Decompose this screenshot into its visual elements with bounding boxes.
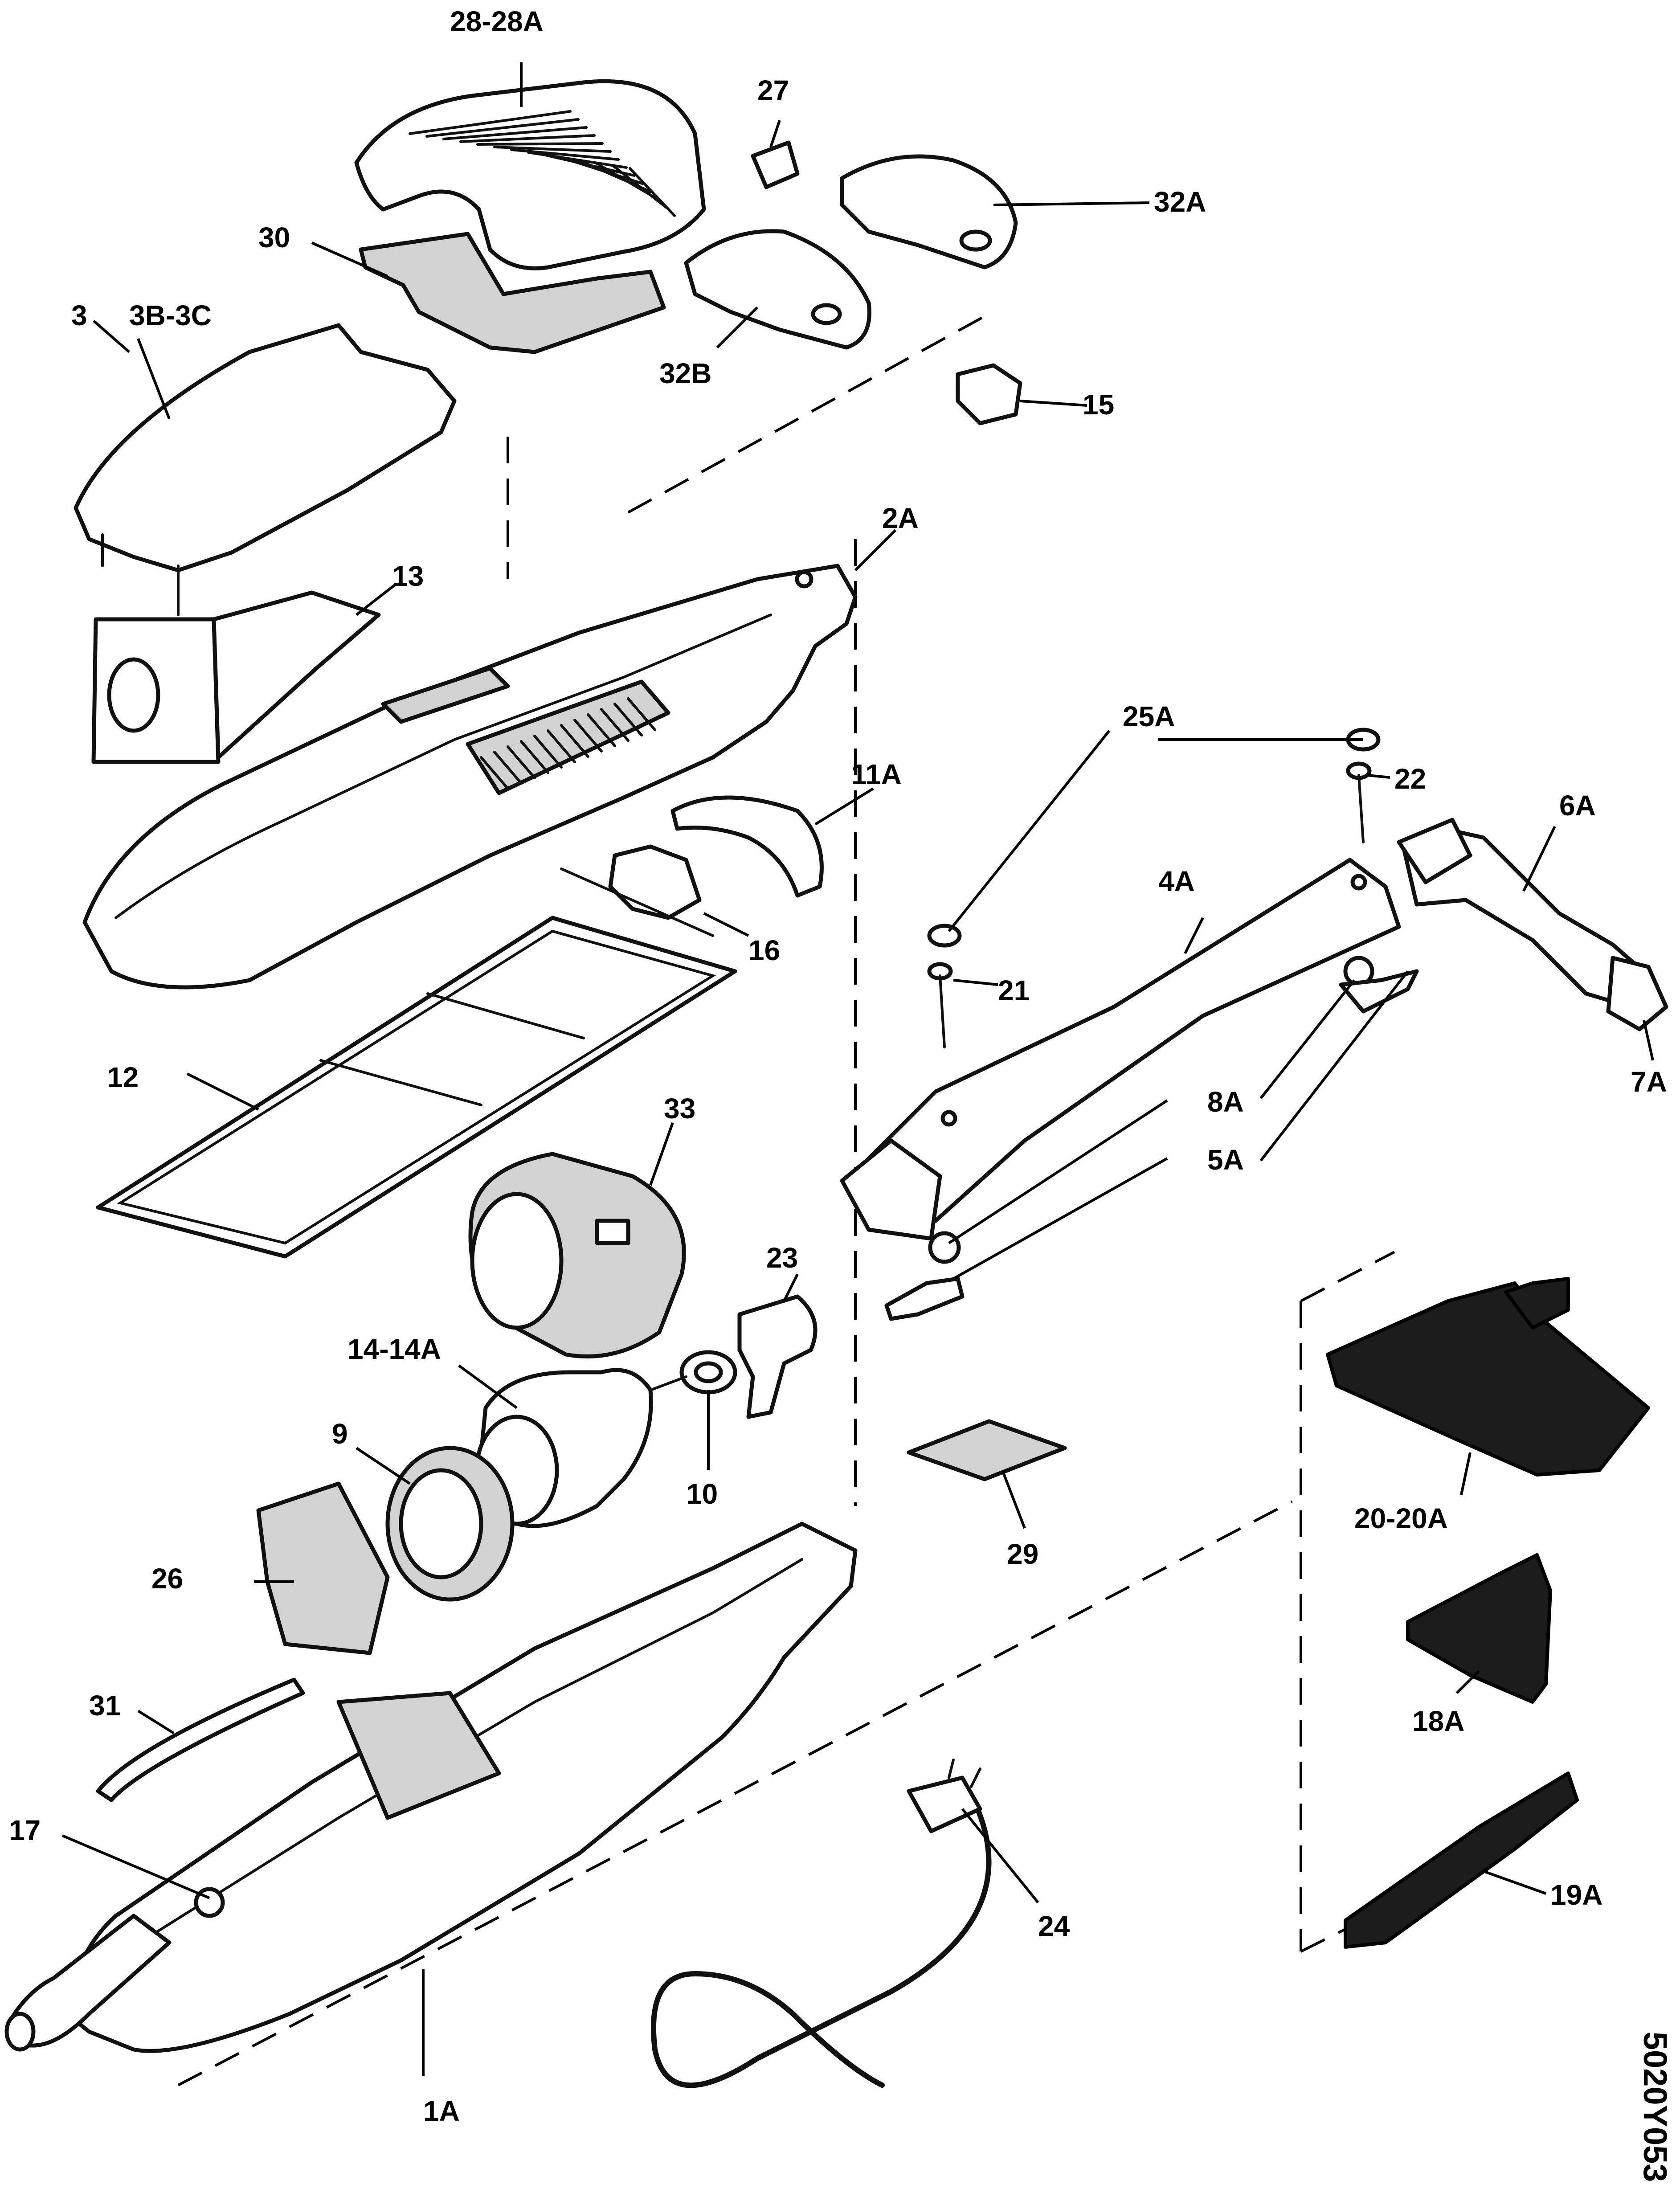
grille-slot <box>493 146 612 153</box>
part-15-switch <box>956 363 1022 425</box>
grille-slot <box>476 142 604 146</box>
part-31-gasket <box>96 1677 305 1802</box>
grille-slot <box>629 167 676 217</box>
callout-12: 12 <box>107 1061 139 1093</box>
callout-31: 31 <box>89 1689 121 1722</box>
callout-24: 24 <box>1038 1910 1070 1942</box>
part-23-coupling <box>737 1294 818 1419</box>
part-2a-upper-body <box>82 564 858 990</box>
callout-30: 30 <box>258 221 290 254</box>
callout-7a: 7A <box>1631 1066 1667 1098</box>
callout-labels: 28-28A 27 32A 30 3 3B-3C 32B 15 2A 13 25… <box>9 5 1667 2127</box>
callout-26: 26 <box>151 1563 183 1595</box>
part-27-cap <box>751 140 800 189</box>
grille-slot <box>459 134 596 143</box>
part-30-filter-mat <box>359 232 666 354</box>
body-vent <box>613 703 643 736</box>
grille-slot <box>612 164 668 209</box>
leader-lines <box>61 62 1654 2076</box>
callout-19a: 19A <box>1550 1879 1602 1911</box>
part-32b-cover <box>684 229 871 350</box>
body-vent <box>480 756 509 790</box>
part-10-ring-clip <box>679 1350 737 1395</box>
body-vent <box>493 751 523 785</box>
part-12-frame <box>96 916 737 1259</box>
part-4a-tube <box>840 858 1401 1241</box>
callout-23: 23 <box>766 1242 798 1274</box>
body-vent <box>573 719 603 753</box>
callout-11a: 11A <box>851 758 902 790</box>
part-24-power-cord <box>651 1759 992 2088</box>
body-vent <box>533 735 563 769</box>
part-33-filter-drum <box>468 1152 686 1358</box>
drawing-code: 5020Y053 <box>1637 2032 1674 2182</box>
body-vent <box>507 745 536 779</box>
assembly-dash-lines <box>177 315 1427 2086</box>
part-19a-brush-tool <box>1344 1771 1579 1949</box>
callout-9: 9 <box>332 1418 348 1450</box>
body-vent <box>520 740 549 774</box>
grille-slot <box>442 126 588 140</box>
part-13-bag-holder <box>91 590 381 764</box>
body-vent <box>587 713 616 747</box>
callout-20-20a: 20-20A <box>1354 1502 1448 1534</box>
callout-6a: 6A <box>1559 790 1596 822</box>
part-8a-5a-clip-lower <box>884 1231 965 1321</box>
part-7a-end-cap <box>1606 956 1668 1031</box>
part-28-grille-cover <box>354 79 706 270</box>
part-20-floor-nozzle <box>1326 1277 1650 1477</box>
part-21-screw <box>927 962 953 1048</box>
part-11a-flap <box>670 795 824 898</box>
callout-32b: 32B <box>659 357 711 389</box>
callout-3: 3 <box>71 299 87 331</box>
callout-27: 27 <box>757 74 789 106</box>
part-16-clip <box>560 844 714 937</box>
callout-28-28a: 28-28A <box>450 5 544 37</box>
body-vent <box>600 708 629 742</box>
part-8a-5a-clip-upper <box>1339 956 1419 1014</box>
callout-16: 16 <box>748 934 780 966</box>
callout-17: 17 <box>9 1814 41 1846</box>
part-1a-lower-body <box>4 1522 858 2053</box>
part-9-seal-ring <box>385 1446 515 1602</box>
part-26-filter-plate <box>256 1481 390 1655</box>
callout-4a: 4A <box>1158 865 1195 897</box>
part-22-screw <box>1346 761 1372 843</box>
body-vent <box>560 724 589 758</box>
callout-22: 22 <box>1394 763 1426 795</box>
callout-15: 15 <box>1083 389 1114 421</box>
callout-5a: 5A <box>1207 1144 1244 1176</box>
callout-25a: 25A <box>1123 700 1175 732</box>
callout-13: 13 <box>392 560 424 592</box>
callout-1a: 1A <box>423 2095 460 2127</box>
callout-10: 10 <box>686 1478 718 1510</box>
callout-3b-3c: 3B-3C <box>129 299 212 331</box>
callout-32a: 32A <box>1154 186 1206 218</box>
callout-2a: 2A <box>882 502 919 534</box>
callout-29: 29 <box>1007 1538 1038 1570</box>
callout-18a: 18A <box>1412 1705 1464 1737</box>
part-18a-crevice-tool <box>1406 1553 1552 1704</box>
callout-14-14a: 14-14A <box>347 1333 441 1365</box>
callout-21: 21 <box>998 974 1030 1006</box>
body-vent <box>627 697 656 731</box>
grille-slot <box>425 118 580 138</box>
part-32a-cover <box>840 154 1018 270</box>
callout-8a: 8A <box>1207 1086 1244 1118</box>
callout-33: 33 <box>664 1092 695 1125</box>
part-3-lid <box>74 323 457 616</box>
part-29-label <box>907 1419 1067 1481</box>
body-vent <box>547 729 576 763</box>
grille-slot <box>409 110 572 135</box>
